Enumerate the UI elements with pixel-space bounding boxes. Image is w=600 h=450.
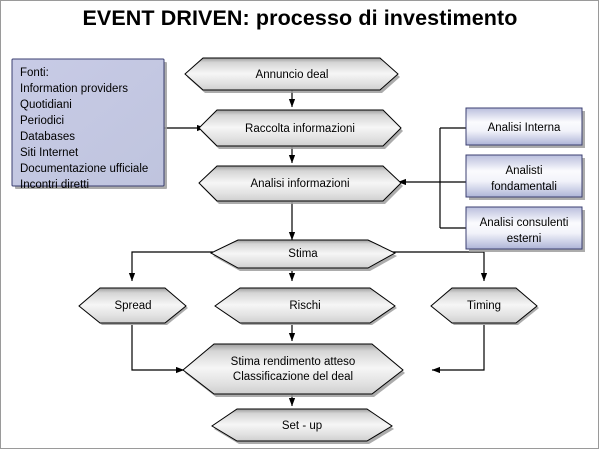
node-rendimento-label-2: Classificazione del deal [233,371,353,383]
fonti-line-5: Siti Internet [20,147,79,159]
fonti-line-2: Quotidiani [20,99,72,111]
box-analisti-fondamentali-rect[interactable] [465,154,583,198]
node-rischi-shape[interactable] [214,287,396,324]
node-timing[interactable]: Timing [430,287,539,325]
box-analisi-interna-label: Analisi Interna [488,122,561,134]
node-spread[interactable]: Spread [78,287,188,325]
node-analisi-shape[interactable] [198,165,402,202]
fonti-line-1: Information providers [20,83,128,95]
node-raccolta-shape[interactable] [198,109,402,147]
fonti-line-6: Documentazione ufficiale [20,163,148,175]
node-timing-shape[interactable] [430,287,538,324]
box-analisi-interna-rect[interactable] [465,107,583,146]
node-stima-label: Stima [288,248,318,260]
node-spread-shape[interactable] [78,287,187,324]
box-analisi-interna[interactable]: Analisi Interna [465,107,585,148]
page-title: EVENT DRIVEN: processo di investimento [82,6,518,30]
fonti-line-0: Fonti: [20,67,49,79]
fonti-box-rect[interactable] [11,58,165,187]
box-analisti-fondamentali-label: Analisti [505,165,542,177]
box-analisi-consulenti-label: Analisi consulenti [480,217,569,229]
node-rischi[interactable]: Rischi [214,287,397,325]
node-stima-shape[interactable] [209,239,397,269]
box-analisti-fondamentali-label-2: fondamentali [491,181,557,193]
node-setup-shape[interactable] [211,408,393,442]
node-rischi-label: Rischi [289,300,320,312]
node-rendimento[interactable]: Stima rendimento atteso Classificazione … [182,343,405,397]
edge-spread-to-rendimento [131,325,185,374]
edge-stima-to-spread [128,251,213,282]
fonti-line-3: Periodici [20,115,64,127]
node-rendimento-label: Stima rendimento atteso [231,356,356,368]
node-annuncio-shape[interactable] [184,57,399,91]
node-timing-label: Timing [467,300,501,312]
node-annuncio-label: Annuncio deal [256,69,329,81]
connector-layer [128,90,488,407]
node-annuncio[interactable]: Annuncio deal [184,57,400,93]
box-analisi-consulenti-label-2: esterni [507,233,542,245]
node-raccolta-label: Raccolta informazioni [245,123,355,135]
box-analisi-consulenti[interactable]: Analisi consulenti esterni [465,206,585,252]
node-analisi[interactable]: Analisi informazioni [198,165,403,204]
box-analisi-consulenti-rect[interactable] [465,206,583,250]
fonti-line-7: Incontri diretti [20,179,89,191]
node-analisi-label: Analisi informazioni [250,178,349,190]
node-setup[interactable]: Set - up [211,408,394,444]
edge-timing-to-rendimento [431,325,485,374]
node-spread-label: Spread [114,300,151,312]
fonti-line-4: Databases [20,131,75,143]
node-rendimento-shape[interactable] [182,343,404,395]
fonti-box[interactable]: Fonti: Information providers Quotidiani … [11,58,167,191]
node-setup-label: Set - up [282,420,322,432]
box-analisti-fondamentali[interactable]: Analisti fondamentali [465,154,585,200]
node-raccolta[interactable]: Raccolta informazioni [198,109,403,149]
node-stima[interactable]: Stima [209,239,397,271]
